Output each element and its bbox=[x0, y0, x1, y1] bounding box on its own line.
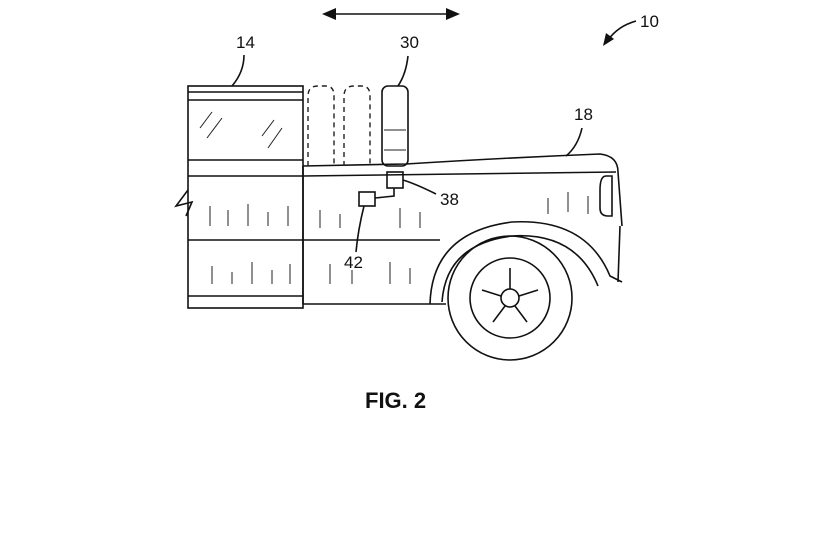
leader-line-38 bbox=[402, 179, 437, 195]
controller-42 bbox=[358, 191, 376, 207]
figure-caption: FIG. 2 bbox=[365, 388, 426, 413]
label-18: 18 bbox=[574, 105, 593, 124]
leader-line-14 bbox=[231, 54, 245, 87]
leader-line-42 bbox=[355, 205, 365, 253]
seat-positions-dashed bbox=[307, 85, 371, 166]
seat-30 bbox=[381, 85, 409, 167]
leader-line-30 bbox=[397, 55, 409, 87]
wire-42-38 bbox=[374, 188, 395, 199]
label-10: 10 bbox=[640, 12, 659, 31]
label-42: 42 bbox=[344, 253, 363, 272]
movement-arrow bbox=[322, 8, 460, 20]
label-30: 30 bbox=[400, 33, 419, 52]
leader-line-18 bbox=[565, 127, 583, 157]
label-14: 14 bbox=[236, 33, 255, 52]
label-38: 38 bbox=[440, 190, 459, 209]
leader-arrow-10 bbox=[603, 20, 637, 46]
truck-body bbox=[302, 153, 623, 305]
rear-wheel bbox=[447, 235, 573, 361]
trailer-box bbox=[174, 85, 304, 309]
